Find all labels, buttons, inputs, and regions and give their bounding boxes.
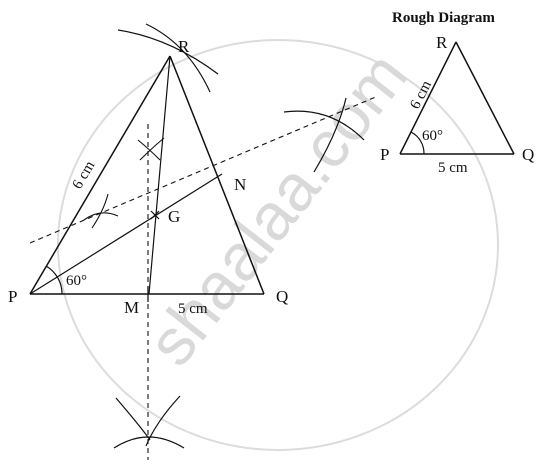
- angle-arc-p: [45, 265, 63, 295]
- arc-bottom-c: [113, 436, 185, 449]
- rough-diagram: Rough Diagram P Q R 60° 5 cm 6 cm: [380, 10, 534, 176]
- arc-r-left: [117, 29, 219, 75]
- arc-r-right: [145, 23, 211, 93]
- rough-angle-arc-p: [410, 131, 425, 155]
- label-p: P: [8, 287, 17, 306]
- label-n: N: [234, 175, 246, 194]
- rough-diagram-title: Rough Diagram: [392, 10, 495, 26]
- rough-label-p: P: [380, 145, 389, 164]
- median-pn: [29, 173, 223, 295]
- rough-side-pr: [399, 41, 457, 155]
- side-qr: [169, 55, 265, 295]
- arc-pr-upper-a: [137, 139, 161, 161]
- arc-pr-lower-a: [83, 212, 119, 221]
- arc-pr-upper-b: [139, 137, 165, 161]
- label-g: G: [168, 207, 180, 226]
- side-pr: [29, 55, 171, 295]
- label-r: R: [178, 37, 190, 56]
- watermark: shaalaa.com: [57, 38, 499, 451]
- rough-side-qr: [455, 41, 515, 155]
- label-pq-length: 5 cm: [178, 301, 208, 317]
- main-construction: P Q R M N G 5 cm 60° 6 cm: [8, 23, 379, 460]
- rough-label-r: R: [436, 33, 448, 52]
- label-pr-length: 6 cm: [70, 158, 99, 192]
- arc-right-upper: [283, 110, 365, 141]
- label-q: Q: [276, 287, 288, 306]
- rough-label-angle-p: 60°: [422, 128, 443, 144]
- point-g-marker: [150, 210, 160, 220]
- rough-label-pq-length: 5 cm: [438, 160, 468, 176]
- arc-right-lower: [313, 97, 347, 173]
- median-rm: [148, 55, 171, 295]
- arc-bottom-b: [145, 395, 181, 447]
- label-angle-p: 60°: [66, 273, 87, 289]
- arc-pr-lower-b: [91, 193, 109, 229]
- arc-bottom-a: [115, 397, 151, 441]
- rough-label-q: Q: [522, 145, 534, 164]
- label-m: M: [124, 298, 139, 317]
